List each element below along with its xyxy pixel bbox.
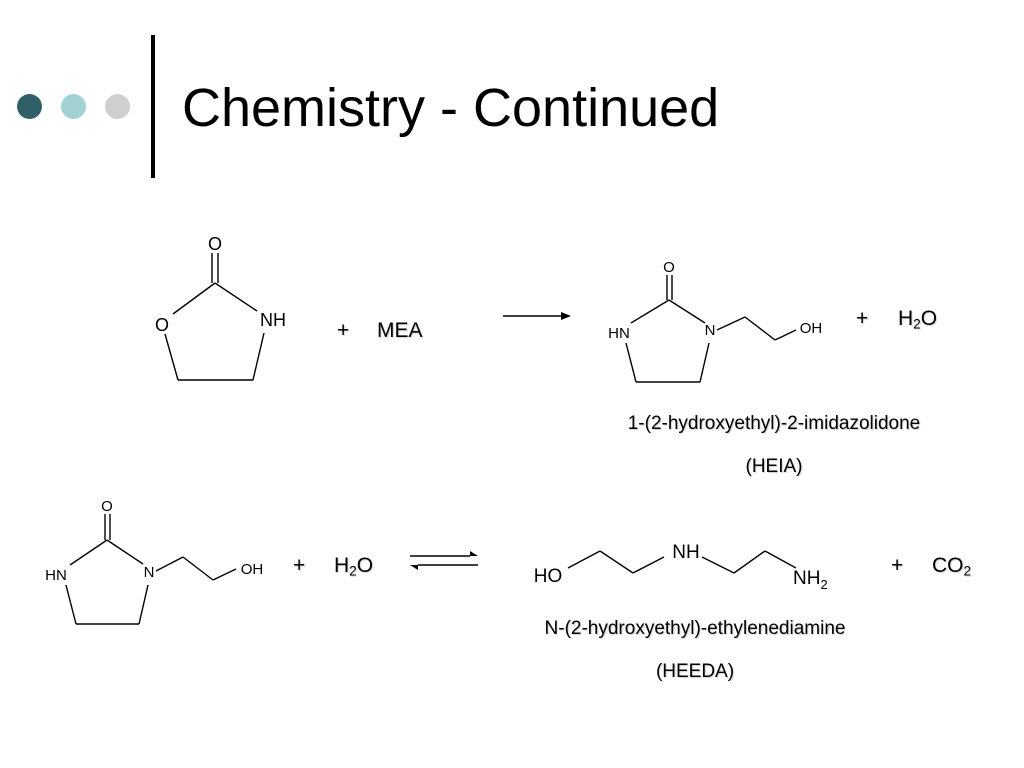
atom-label: HN: [608, 325, 630, 342]
atom-label: NH: [260, 310, 286, 330]
heia-abbr-caption: (HEIA): [745, 456, 803, 477]
heia-structure-bottom: O HN N OH: [45, 498, 264, 625]
atom-label: NH2: [793, 568, 828, 592]
slide-title: Chemistry - Continued: [182, 78, 720, 138]
atom-label: O: [101, 498, 113, 515]
atom-label: N: [705, 322, 716, 339]
plus-sign: +: [337, 319, 350, 342]
heia-structure-top: O HN N OH: [608, 259, 823, 383]
heeda-name-caption: N-(2-hydroxyethyl)-ethylenediamine: [544, 618, 846, 639]
plus-sign: +: [293, 554, 306, 577]
atom-label: OH: [241, 561, 264, 578]
forward-arrow-icon: [503, 312, 571, 320]
atom-label: N: [144, 564, 155, 581]
atom-label: HN: [45, 567, 67, 584]
atom-label: NH: [672, 542, 699, 563]
atom-label: HO: [534, 566, 563, 587]
atom-label: OH: [800, 320, 823, 337]
heeda-structure: HO NH NH2: [534, 542, 828, 592]
decor-dot-1: [17, 94, 42, 119]
equilibrium-arrow-icon: [410, 551, 478, 570]
oxazolidinone-structure: O O NH: [155, 234, 286, 381]
plus-sign: +: [856, 307, 869, 330]
decor-dot-2: [61, 94, 86, 119]
product-co2: CO2: [932, 554, 972, 579]
byproduct-water: H2O: [898, 307, 938, 332]
atom-label: O: [208, 234, 222, 254]
reagent-water: H2O: [334, 554, 374, 579]
heeda-abbr-caption: (HEEDA): [655, 661, 735, 682]
title-divider: [151, 35, 155, 178]
atom-label: O: [663, 259, 675, 276]
atom-label: O: [155, 315, 169, 335]
plus-sign: +: [891, 554, 904, 577]
decor-dot-3: [105, 94, 130, 119]
reagent-mea: MEA: [377, 319, 423, 342]
heia-name-caption: 1-(2-hydroxyethyl)-2-imidazolidone: [627, 413, 921, 434]
